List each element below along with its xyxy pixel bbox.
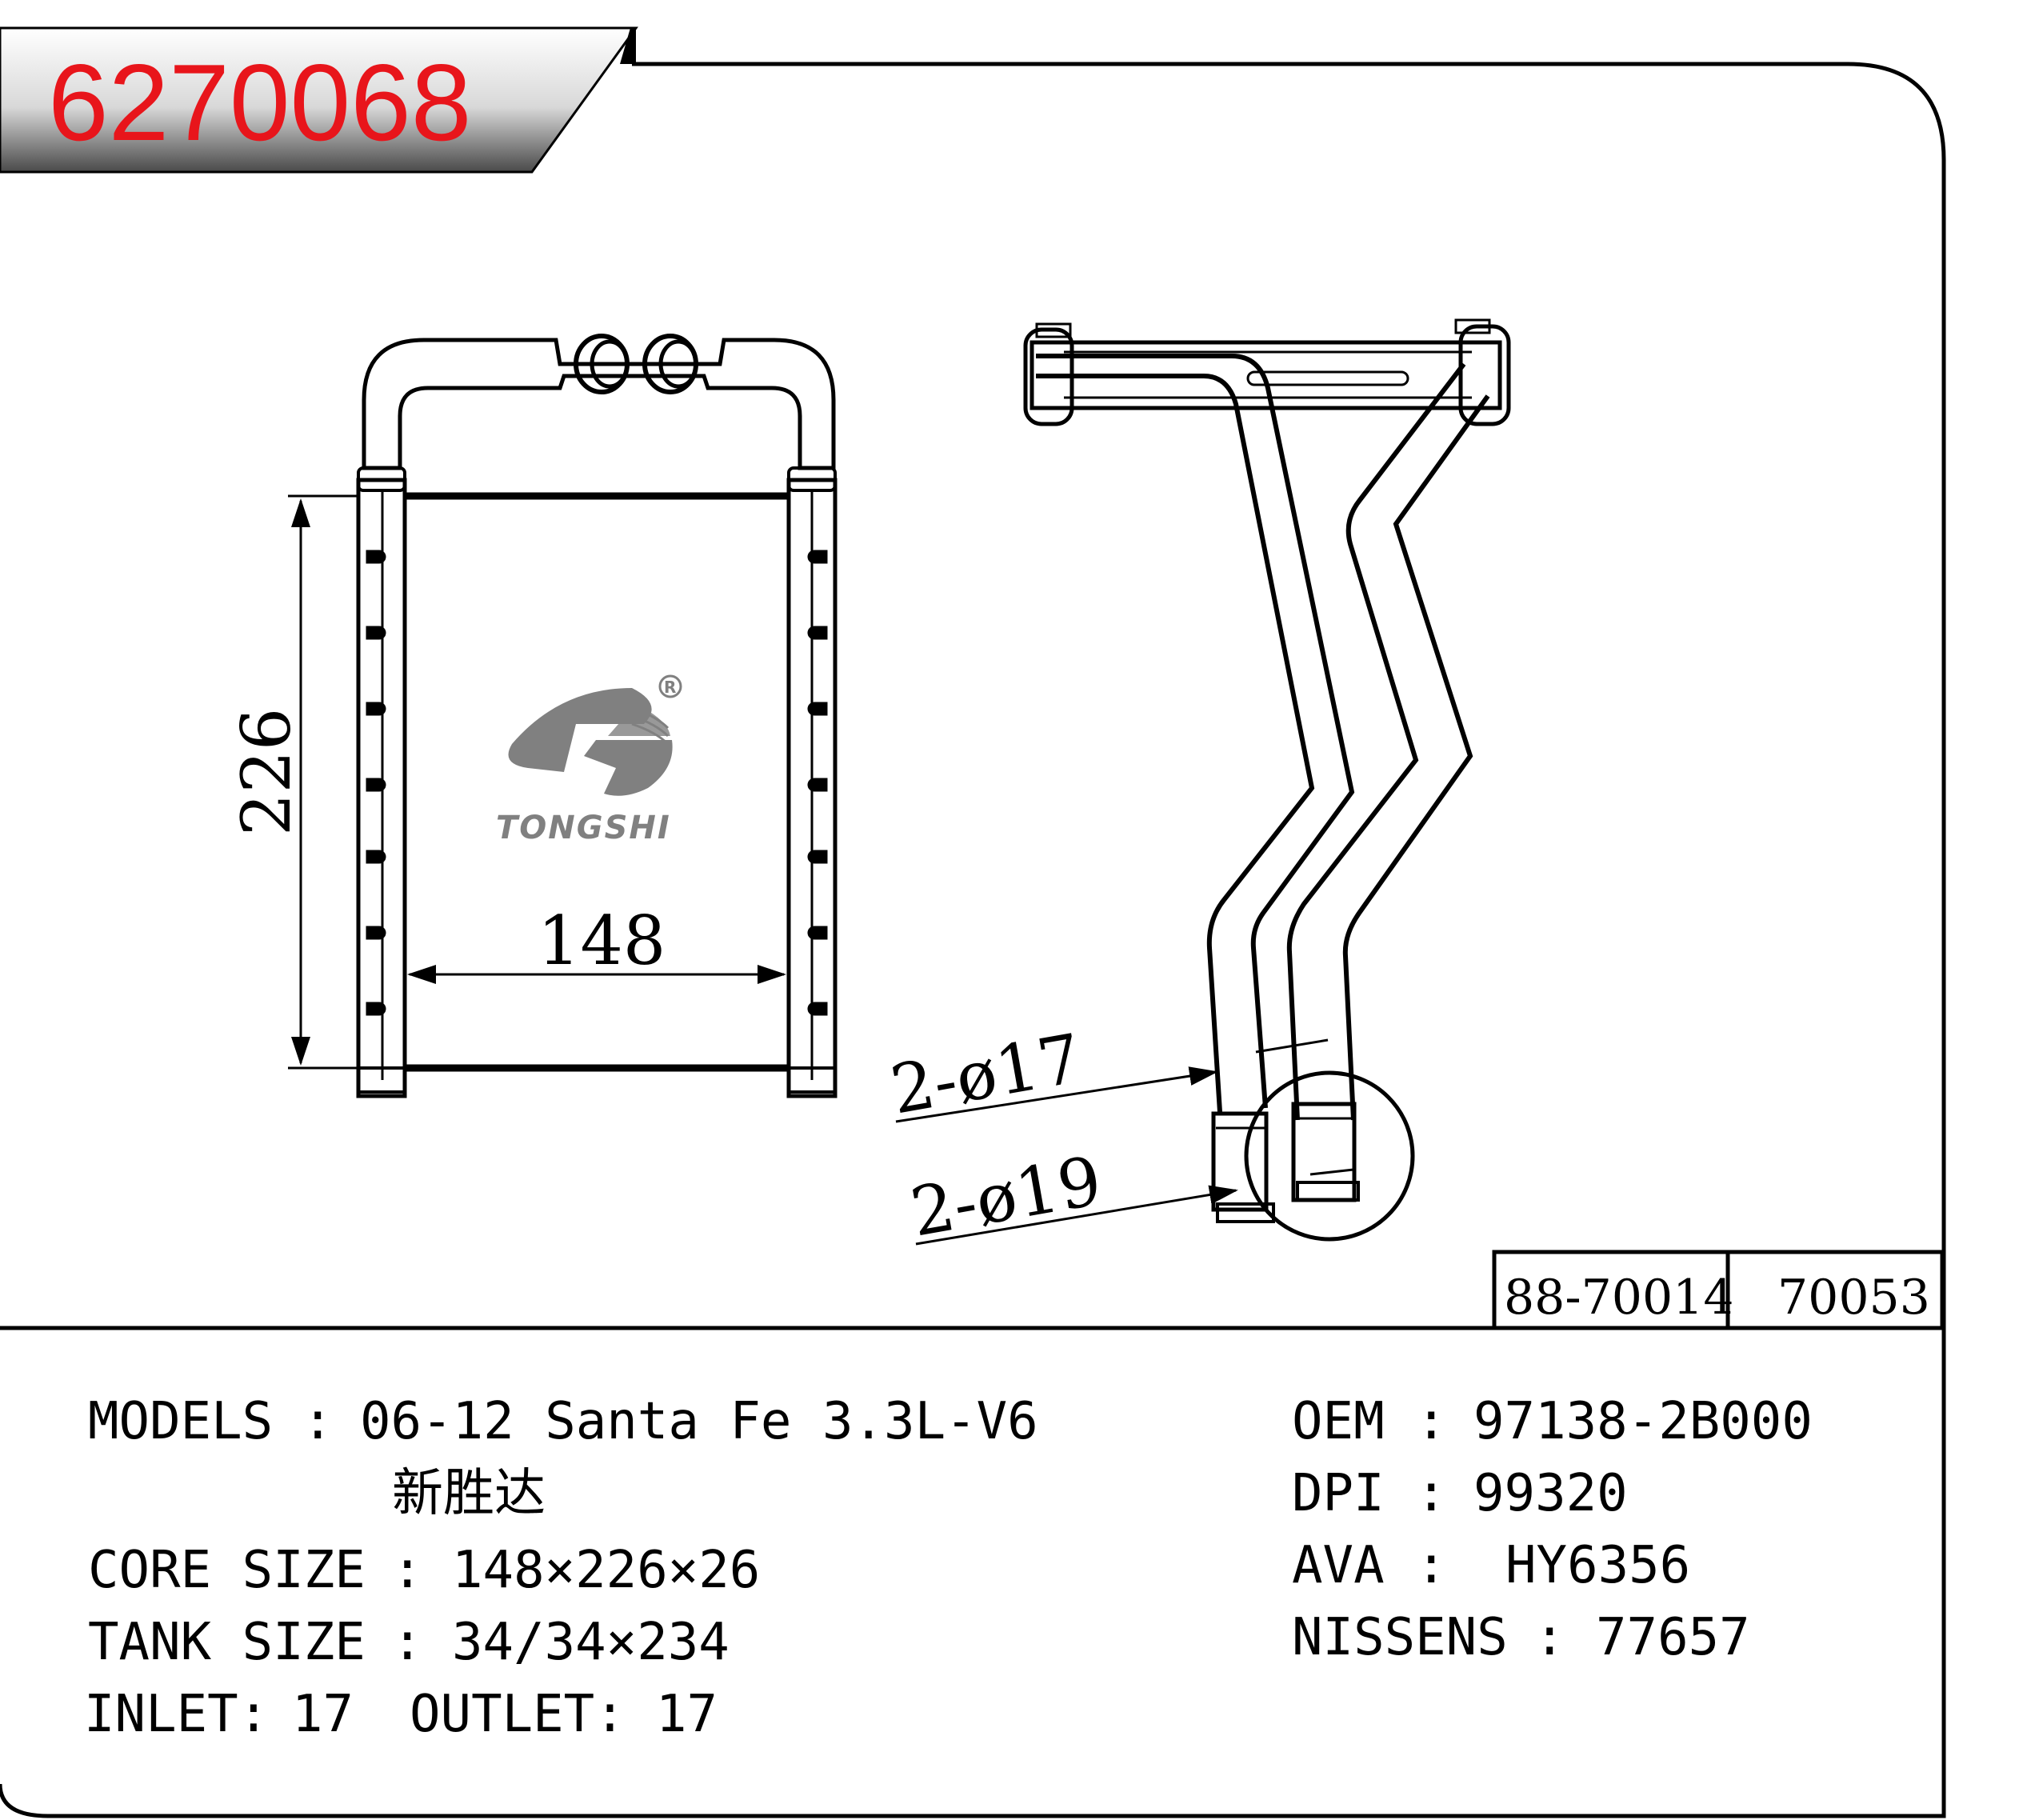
width-dim-label: 148 (538, 902, 666, 980)
pipe-label-b-group: 2-ø19 (905, 1142, 1238, 1252)
dpi-sep: : (1416, 1464, 1447, 1523)
nissens-value: 77657 (1596, 1608, 1750, 1667)
dpi-value: 99320 (1473, 1464, 1628, 1523)
part-code-banner: 6270068 (0, 26, 638, 174)
part-code: 6270068 (48, 42, 471, 163)
brand-logo: R TONGSHI (496, 674, 682, 846)
pipe-label-b: 2-ø19 (905, 1142, 1107, 1252)
height-dim-label: 226 (227, 708, 306, 836)
models-value-cn: 新胜达 (392, 1464, 546, 1523)
outlet-label: OUTLET: (410, 1685, 626, 1744)
tank-size-value: 34/34×234 (452, 1613, 730, 1672)
dpi-label: DPI (1292, 1464, 1385, 1523)
ref-number-2: 70053 (1777, 1270, 1930, 1326)
heater-core-side-view (1023, 318, 1511, 1242)
tank-size-label: TANK SIZE (88, 1613, 366, 1672)
oem-label: OEM (1292, 1392, 1385, 1451)
nissens-sep: : (1534, 1608, 1565, 1667)
models-label: MODELS (88, 1392, 273, 1451)
height-dimension: 226 (227, 494, 358, 1070)
core-size-value: 148×226×26 (452, 1541, 760, 1600)
oem-block: OEM : 97138-2B000 DPI : 99320 AVA : HY63… (1292, 1392, 1813, 1667)
logo-wordmark: TONGSHI (496, 810, 671, 846)
width-dimension: 148 (407, 902, 786, 984)
models-value: 06-12 Santa Fe 3.3L-V6 (360, 1392, 1038, 1451)
pipe-label-a: 2-ø17 (885, 1019, 1087, 1130)
pipe-label-a-group: 2-ø17 (885, 1019, 1218, 1130)
ava-label: AVA (1292, 1536, 1385, 1595)
registered-mark-icon: R (664, 678, 676, 697)
inlet-label: INLET: (84, 1685, 269, 1744)
spec-block: MODELS : 06-12 Santa Fe 3.3L-V6 新胜达 CORE… (84, 1392, 1038, 1744)
inlet-value: 17 (292, 1685, 354, 1744)
oem-value: 97138-2B000 (1473, 1392, 1813, 1451)
core-size-sep: : (392, 1541, 423, 1600)
core-size-label: CORE SIZE (88, 1541, 366, 1600)
models-sep: : (302, 1392, 334, 1451)
heater-core-front-view (356, 334, 838, 1098)
ava-sep: : (1416, 1536, 1447, 1595)
ava-value: HY6356 (1505, 1536, 1690, 1595)
oem-sep: : (1416, 1392, 1447, 1451)
reference-box: 88-70014 70053 (1492, 1250, 1945, 1330)
tank-size-sep: : (392, 1613, 423, 1672)
ref-number-1: 88-70014 (1504, 1270, 1734, 1326)
nissens-label: NISSENS (1292, 1608, 1508, 1667)
outlet-value: 17 (656, 1685, 718, 1744)
